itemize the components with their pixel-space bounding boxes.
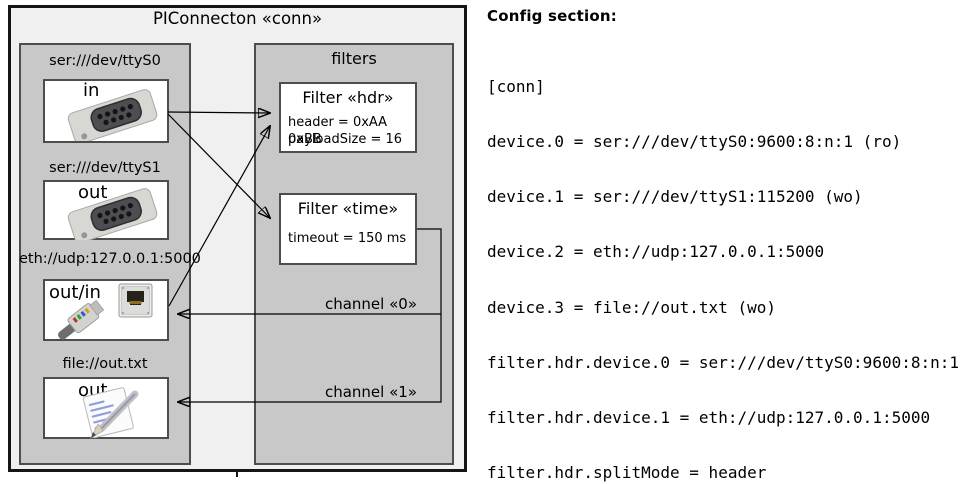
device-box-file: out xyxy=(43,377,169,439)
config-line: device.2 = eth://udp:127.0.0.1:5000 xyxy=(487,242,825,262)
filters-panel-title: filters xyxy=(331,49,377,68)
device-box-eth: out/in xyxy=(43,279,169,341)
config-line: device.1 = ser:///dev/ttyS1:115200 (wo) xyxy=(487,187,863,207)
ethernet-port-icon xyxy=(118,283,153,318)
diagram-title: PIConnecton «conn» xyxy=(152,9,323,28)
ethernet-plug-icon xyxy=(58,283,153,340)
filter-hdr-attr-header: header = 0xAA 0xBB xyxy=(288,115,388,147)
filter-hdr-title: Filter «hdr» xyxy=(302,88,394,107)
config-line: filter.hdr.splitMode = header xyxy=(487,463,767,483)
channel-1-label: channel «1» xyxy=(324,383,417,401)
channel-0-label: channel «0» xyxy=(324,295,417,313)
serial-connector-icon xyxy=(67,188,158,240)
config-section-heading: Config section: xyxy=(487,7,617,25)
device-direction-label: out xyxy=(78,182,108,203)
device-direction-label: out/in xyxy=(49,282,101,303)
filter-time-title: Filter «time» xyxy=(297,199,399,218)
filter-time-box: Filter «time» timeout = 150 ms xyxy=(279,193,417,265)
device-direction-label: in xyxy=(83,80,100,101)
device-url-file: file://out.txt xyxy=(62,356,148,372)
config-line: device.3 = file://out.txt (wo) xyxy=(487,297,776,317)
device-url-eth: eth://udp:127.0.0.1:5000 xyxy=(19,251,201,267)
config-line: filter.hdr.device.1 = eth://udp:127.0.0.… xyxy=(487,408,931,428)
filter-time-attr-timeout: timeout = 150 ms xyxy=(288,231,407,246)
device-url-ttys0: ser:///dev/ttyS0 xyxy=(49,53,161,69)
filter-hdr-box: Filter «hdr» header = 0xAA 0xBB payloadS… xyxy=(279,82,417,153)
serial-connector-icon xyxy=(67,89,158,141)
bottom-border-tick xyxy=(236,471,238,477)
device-url-ttys1: ser:///dev/ttyS1 xyxy=(49,160,161,176)
filter-hdr-attr-payloadsize: payloadSize = 16 xyxy=(288,132,403,147)
config-line: device.0 = ser:///dev/ttyS0:9600:8:n:1 (… xyxy=(487,132,902,152)
config-text: [conn] device.0 = ser:///dev/ttyS0:9600:… xyxy=(487,41,964,484)
file-note-icon xyxy=(82,387,139,439)
device-box-ttys0: in xyxy=(43,79,169,143)
device-box-ttys1: out xyxy=(43,180,169,240)
config-line: filter.hdr.device.0 = ser:///dev/ttyS0:9… xyxy=(487,352,960,372)
config-line: [conn] xyxy=(487,76,545,96)
